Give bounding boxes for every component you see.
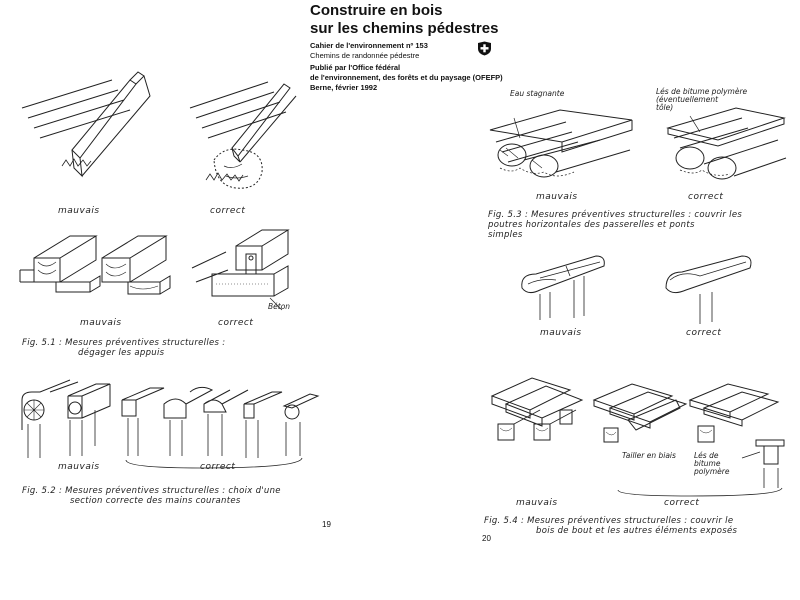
fig53-annotation-bitumen-line2: (éventuellement	[656, 95, 719, 104]
fig54-annotation-bevel: Tailler en biais	[622, 451, 676, 460]
fig51-label-bad-2: mauvais	[80, 318, 122, 328]
page-number-right: 20	[482, 534, 491, 543]
fig51-annotation-concrete: Béton	[268, 302, 291, 311]
drawing-fig51-bad-planks	[22, 72, 150, 176]
fig53-annotation-water: Eau stagnante	[510, 89, 565, 98]
fig52-caption-line2: section correcte des mains courantes	[70, 496, 241, 506]
publisher-line2: de l'environnement, des forêts et du pay…	[310, 73, 503, 82]
fig54-annotation-bitumen-line1: Lés de	[694, 451, 719, 460]
fig53-annotation-bitumen-line1: Lés de bitume polymère	[656, 87, 748, 96]
drawing-fig51-good-beam	[192, 230, 288, 310]
fig53-label-good-1: correct	[688, 192, 724, 202]
fig54-annotation-bitumen-line3: polymère	[694, 467, 730, 476]
fig54-caption: Fig. 5.4 : Mesures préventives structure…	[484, 516, 784, 536]
drawing-fig54-good-deck-1	[594, 384, 686, 442]
fig53-caption-line2: poutres horizontales des passerelles et …	[488, 220, 695, 230]
drawing-fig53-good-bridge	[668, 108, 786, 179]
fig53-label-good-2: correct	[686, 328, 722, 338]
fig53-caption-line3: simples	[488, 230, 523, 240]
fig53-annotation-bitumen: Lés de bitume polymère (éventuellement t…	[656, 88, 747, 112]
fig53-label-bad-2: mauvais	[540, 328, 582, 338]
fig53-caption: Fig. 5.3 : Mesures préventives structure…	[488, 210, 788, 240]
fig54-annotation-bitumen-line2: bitume	[694, 459, 721, 468]
fig54-annotation-bitumen: Lés de bitume polymère	[694, 452, 730, 476]
swiss-cross-icon	[478, 41, 491, 56]
drawing-fig51-bad-beams	[20, 236, 170, 294]
fig54-label-bad: mauvais	[516, 498, 558, 508]
drawing-fig52-handrails	[22, 380, 318, 468]
fig51-label-good-1: correct	[210, 206, 246, 216]
fig52-caption-line1: Fig. 5.2 : Mesures préventives structure…	[22, 486, 281, 496]
drawing-fig51-good-planks	[190, 82, 296, 188]
fig51-caption-line1: Fig. 5.1 : Mesures préventives structure…	[22, 338, 226, 348]
fig52-label-bad: mauvais	[58, 462, 100, 472]
fig51-caption-line2: dégager les appuis	[78, 348, 165, 358]
drawing-fig53-bad-bridge	[490, 110, 632, 177]
fig51-label-good-2: correct	[218, 318, 254, 328]
drawing-fig53-bad-log	[522, 256, 605, 320]
fig53-caption-line1: Fig. 5.3 : Mesures préventives structure…	[488, 210, 743, 220]
fig53-annotation-bitumen-line3: tôle)	[656, 103, 674, 112]
drawing-fig53-good-log	[666, 256, 751, 324]
drawing-fig54-good-deck-2	[618, 384, 784, 496]
subtitle: Chemins de randonnée pédestre	[310, 51, 420, 60]
fig53-label-bad-1: mauvais	[536, 192, 578, 202]
page-number-left: 19	[322, 520, 331, 529]
fig51-caption: Fig. 5.1 : Mesures préventives structure…	[22, 338, 322, 358]
fig52-caption: Fig. 5.2 : Mesures préventives structure…	[22, 486, 322, 506]
document-title-line1: Construire en bois	[310, 2, 443, 19]
series-label: Cahier de l'environnement nº 153	[310, 41, 428, 50]
fig54-caption-line1: Fig. 5.4 : Mesures préventives structure…	[484, 516, 734, 526]
fig52-label-good: correct	[200, 462, 236, 472]
publisher-line1: Publié par l'Office fédéral	[310, 63, 401, 72]
place-date: Berne, février 1992	[310, 83, 378, 92]
fig51-label-bad-1: mauvais	[58, 206, 100, 216]
fig54-label-good: correct	[664, 498, 700, 508]
document-title-line2: sur les chemins pédestres	[310, 20, 499, 37]
drawing-fig54-bad-deck	[492, 378, 582, 440]
document-header: Construire en bois sur les chemins pédes…	[310, 2, 510, 93]
fig54-caption-line2: bois de bout et les autres éléments expo…	[536, 526, 738, 536]
